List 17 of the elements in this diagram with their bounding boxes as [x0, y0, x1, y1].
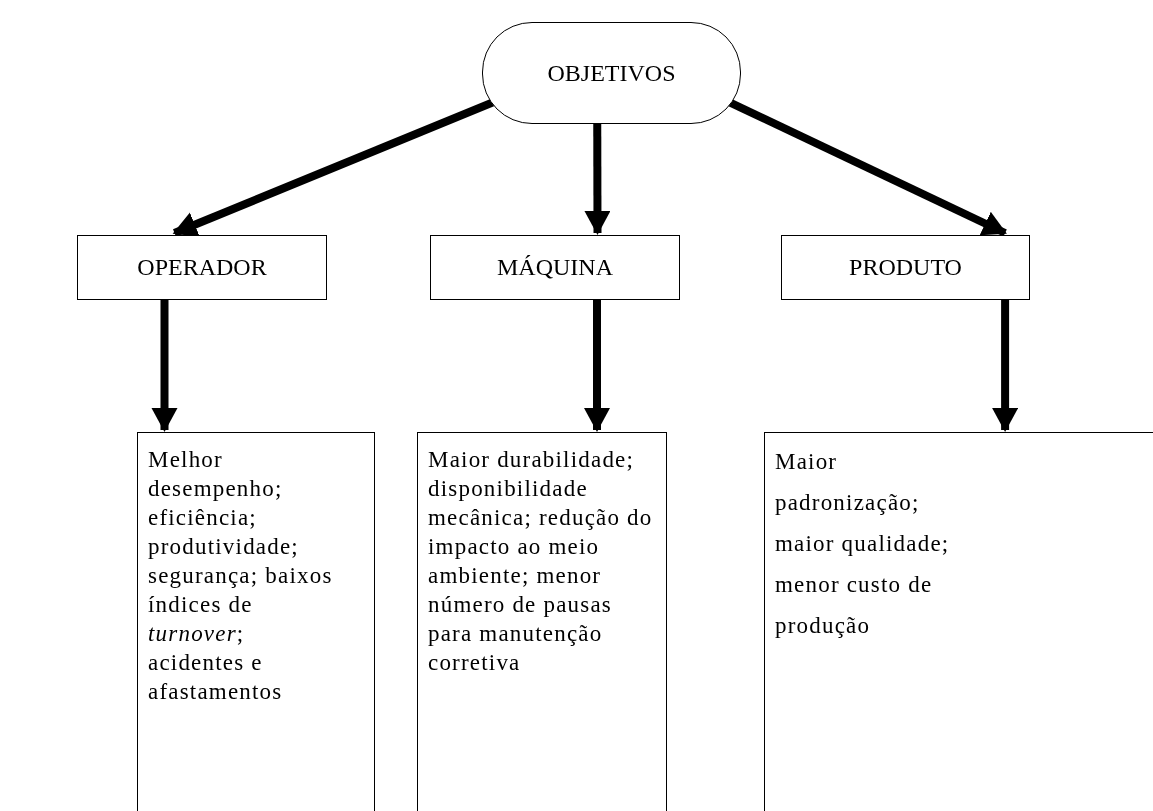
- category-box: [781, 235, 1030, 300]
- arrow: [584, 300, 610, 432]
- node-label: PRODUTO: [849, 254, 962, 281]
- category-box: [430, 235, 680, 300]
- category-box: [77, 235, 327, 300]
- goal-list-box: [764, 432, 1153, 811]
- arrow: [151, 300, 178, 432]
- arrow: [992, 300, 1019, 432]
- arrow: [584, 124, 611, 235]
- node-label: OPERADOR: [137, 254, 267, 281]
- goal-list-box: [137, 432, 375, 811]
- node-label: MÁQUINA: [497, 254, 613, 281]
- goal-list-box: [417, 432, 667, 811]
- goal-list-text: Maior durabilidade; disponibilidade mecânica; redução do impacto ao meio ambiente; menor número de pausas para manutenção corretiva: [428, 447, 653, 675]
- goal-list-text: Maior padronização; maior qualidade; menor custo de produção: [775, 449, 950, 638]
- goal-list-text: Melhor desempenho; eficiência; produtividade; segurança; baixos índices de turnover; acidentes e afastamentos: [148, 447, 333, 704]
- node-label: OBJETIVOS: [547, 59, 676, 87]
